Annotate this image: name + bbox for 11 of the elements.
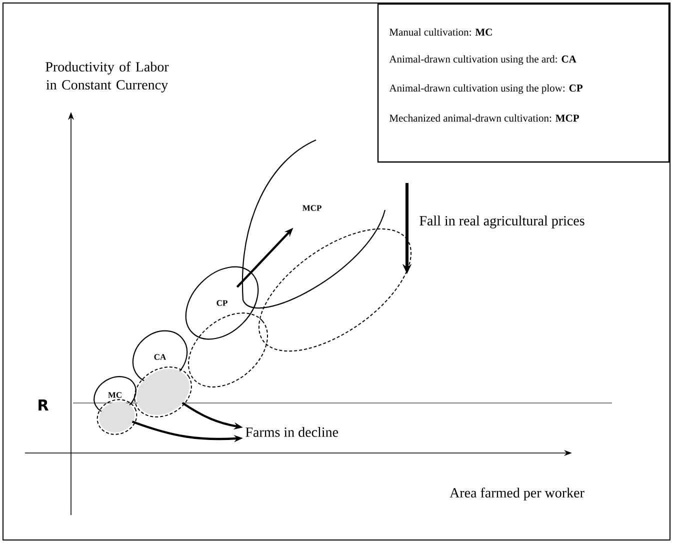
legend-entry: Animal-drawn cultivation using the plow: CP bbox=[389, 84, 583, 94]
legend-entry: Manual cultivation: MC bbox=[390, 28, 492, 36]
annotation-text: Farms in decline bbox=[246, 427, 338, 437]
axis-mark: R bbox=[38, 400, 48, 410]
annotation-text: Fall in real agricultural prices bbox=[420, 216, 584, 228]
legend-entry: Animal-drawn cultivation using the ard: CA bbox=[389, 55, 576, 65]
dashed-ellipse bbox=[96, 399, 138, 435]
axis-title: Area farmed per worker bbox=[450, 488, 584, 500]
dashed-ellipse bbox=[134, 366, 192, 418]
legend-entry: Mechanized animal-drawn cultivation: MCP bbox=[390, 114, 579, 122]
axis-title: Productivity of Labor in Constant Currency bbox=[46, 62, 169, 92]
